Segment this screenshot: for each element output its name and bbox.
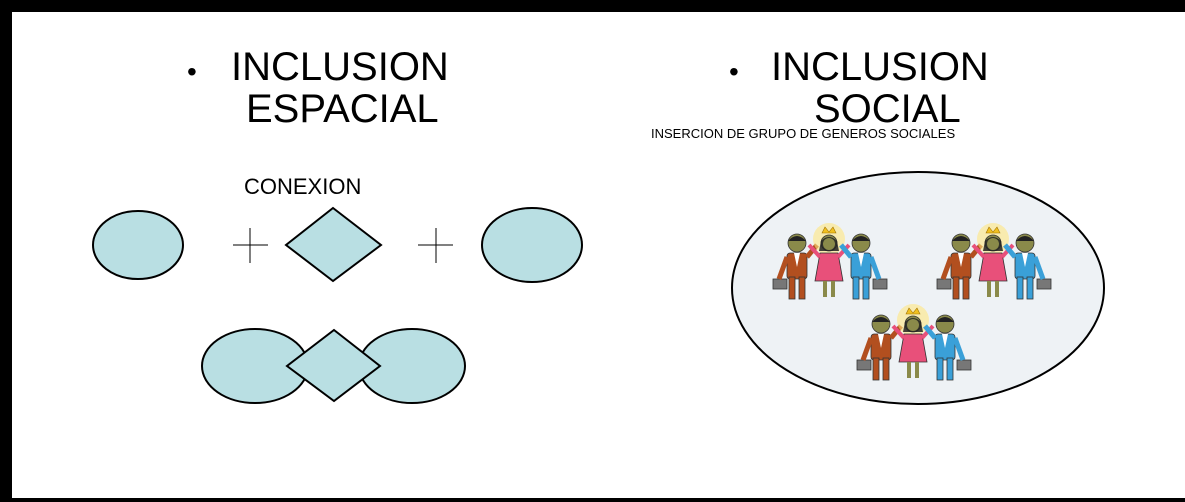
connected-shapes (201, 328, 466, 404)
connection-label: CONEXION (244, 174, 362, 199)
plus-sign-left (233, 228, 268, 263)
left-title-line1: INCLUSION (231, 45, 449, 89)
frame-bottom-border (0, 498, 1185, 502)
frame-left-border (0, 0, 12, 502)
diamond-shape (284, 206, 383, 283)
right-title-line1: INCLUSION (771, 45, 989, 89)
circle-shape-right (481, 207, 583, 283)
left-title-line2: ESPACIAL (246, 87, 439, 131)
right-title-line2: SOCIAL (814, 87, 961, 131)
circle-shape-left (92, 210, 184, 280)
right-bullet: • (729, 56, 739, 87)
right-subtitle: INSERCION DE GRUPO DE GENEROS SOCIALES (651, 126, 956, 141)
left-bullet: • (187, 56, 197, 87)
frame-top-border (0, 0, 1185, 12)
plus-sign-right (418, 228, 453, 263)
